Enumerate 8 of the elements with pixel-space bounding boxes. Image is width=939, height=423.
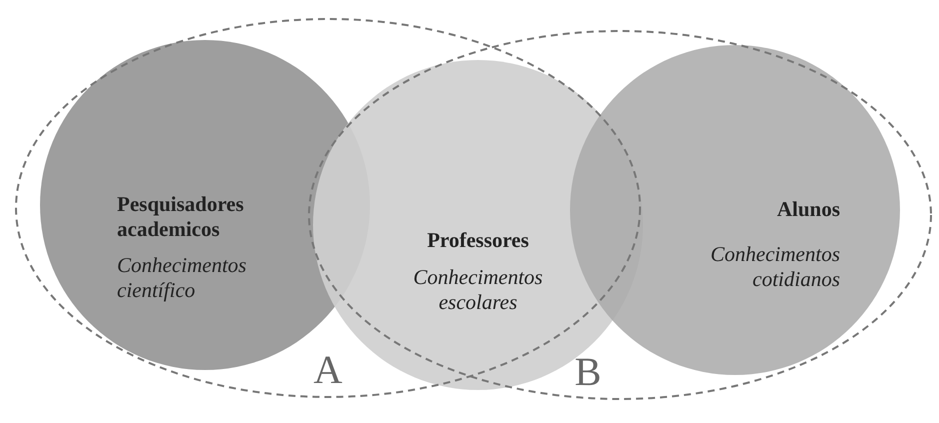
group-title: Pesquisadores academicos <box>117 192 245 242</box>
knowledge-text: Conhecimentos cotidianos <box>710 242 840 292</box>
group-title: Professores <box>426 228 530 253</box>
set-label: A <box>312 348 344 392</box>
knowledge-text: Conhecimentos escolares <box>412 265 544 315</box>
set-label: B <box>574 350 602 394</box>
group-title: Alunos <box>776 197 840 222</box>
knowledge-text: Conhecimentos científico <box>117 253 248 303</box>
